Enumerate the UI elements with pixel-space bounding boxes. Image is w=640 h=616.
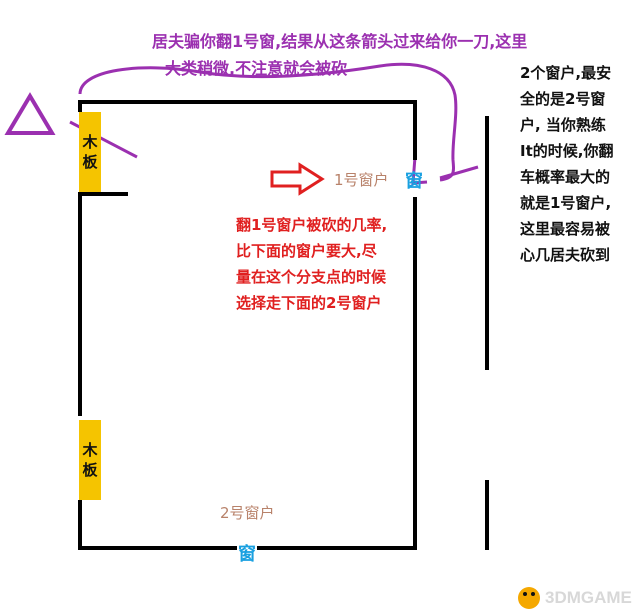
right-note: 2个窗户,最安 全的是2号窗 户, 当你熟练 It的时候,你翻 车概率最大的 就… [520,60,613,268]
purple-arrowhead [411,156,428,185]
watermark-logo-icon [518,587,540,609]
window-1-icon: 窗 [405,171,423,192]
wall-left-upper [78,100,82,112]
wall-right-upper [413,100,417,160]
plank-bottom-char-2: 板 [82,461,98,479]
wall-right-mid [413,197,417,550]
right-note-line-1: 2个窗户,最安 [520,64,612,82]
middle-note-line-3: 量在这个分支点的时候 [236,268,387,286]
right-note-line-3: 户, 当你熟练 [520,116,606,134]
wall-top [78,100,417,104]
wall-outer-lower [485,480,489,550]
wall-left-jamb [78,192,128,196]
right-note-line-8: 心几居夫砍到 [520,246,611,264]
wall-left-mid [78,192,82,416]
purple-arrow-tail [439,165,479,180]
purple-route-arrow [78,62,458,182]
wall-outer-upper [485,116,489,370]
right-note-line-4: It的时候,你翻 [520,142,614,160]
wall-left-lower [78,500,82,550]
middle-note-line-1: 翻1号窗户被砍的几率, [236,216,388,234]
killer-triangle-icon [4,92,56,135]
window-2-label: 2号窗户 [220,504,275,522]
plank-bottom: 木 板 [79,420,101,500]
top-note-line-2: 大类稍微,不注意就会被砍 [165,59,348,78]
window-1-label: 1号窗户 [334,171,389,189]
plank-top: 木 板 [79,112,101,192]
plank-top-char-2: 板 [82,153,98,171]
top-note-line-1: 居夫骗你翻1号窗,结果从这条箭头过来给你一刀,这里 [152,32,528,51]
right-note-line-5: 车概率最大的 [520,168,611,186]
plank-top-char-1: 木 [82,133,98,151]
watermark-text: 3DMGAME [545,588,632,607]
red-pointer-arrow [270,162,325,196]
right-note-line-2: 全的是2号窗 [520,90,606,108]
window-2-icon: 窗 [237,540,257,566]
plank-bottom-char-1: 木 [82,441,98,459]
middle-note-line-2: 比下面的窗户要大,尽 [236,242,377,260]
right-note-line-6: 就是1号窗户, [520,194,612,212]
right-note-line-7: 这里最容易被 [520,220,611,238]
middle-note-line-4: 选择走下面的2号窗户 [236,294,382,312]
middle-note: 翻1号窗户被砍的几率, 比下面的窗户要大,尽 量在这个分支点的时候 选择走下面的… [236,212,387,316]
